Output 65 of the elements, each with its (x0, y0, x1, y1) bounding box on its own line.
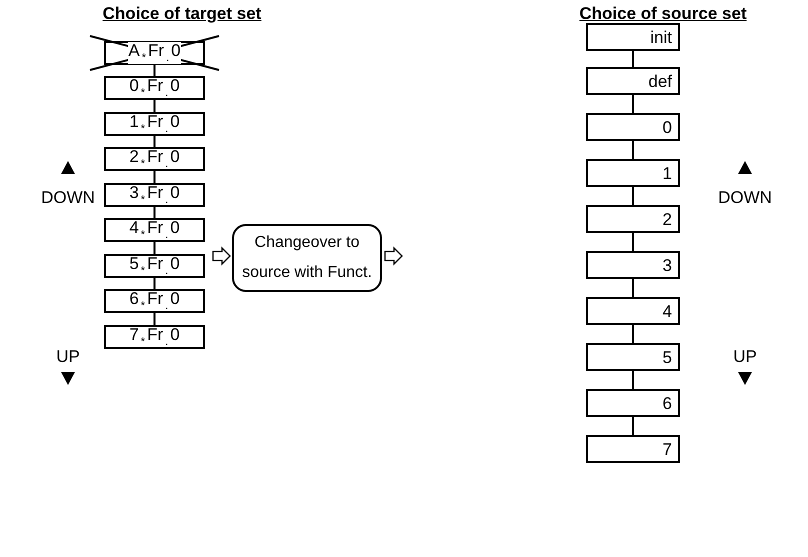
display-text: 0$_{*}$Fr$_{.}$0 (129, 77, 180, 99)
connector-line (632, 325, 634, 343)
connector-line (154, 136, 156, 147)
display-text: 3 (662, 256, 672, 274)
display-text: 6$_{*}$Fr$_{.}$0 (129, 290, 180, 312)
connector-line (632, 141, 634, 159)
direction-label: UP (56, 347, 80, 367)
direction-label: DOWN (718, 188, 772, 208)
connector-line (154, 100, 156, 112)
display-box (104, 218, 205, 242)
display-text: 4$_{*}$Fr$_{.}$0 (129, 219, 180, 241)
display-text: 5$_{*}$Fr$_{.}$0 (129, 255, 180, 277)
display-text: 7$_{*}$Fr$_{.}$0 (129, 326, 180, 348)
section-heading: Choice of source set (579, 4, 747, 24)
connector-line (632, 417, 634, 435)
connector-line (632, 51, 634, 67)
display-box (586, 23, 680, 51)
display-box (104, 325, 205, 349)
display-box (104, 254, 205, 278)
section-heading: Choice of target set (102, 4, 262, 24)
display-text: 1$_{*}$Fr$_{.}$0 (129, 113, 180, 135)
connector-line (154, 171, 156, 183)
display-text: def (648, 72, 672, 90)
display-box (586, 389, 680, 417)
connector-line (154, 313, 156, 325)
display-box (104, 76, 205, 100)
connector-line (154, 278, 156, 289)
display-box (104, 183, 205, 207)
connector-line (632, 233, 634, 251)
display-box (586, 205, 680, 233)
display-box (586, 113, 680, 141)
display-box (104, 41, 205, 65)
direction-label: DOWN (41, 188, 95, 208)
display-text: Changeover to source with Funct. (241, 233, 373, 283)
process-box (232, 224, 382, 292)
connector-line (154, 242, 156, 254)
display-text: init (650, 28, 672, 46)
hollow-arrow (384, 246, 403, 266)
display-box (586, 67, 680, 95)
display-text: 2 (662, 210, 672, 228)
display-box (104, 112, 205, 136)
display-text: 1 (662, 164, 672, 182)
display-text: 0 (662, 118, 672, 136)
display-box (586, 159, 680, 187)
connector-line (632, 279, 634, 297)
connector-line (154, 207, 156, 218)
display-text: A$_{*}$Fr$_{.}$0 (128, 42, 181, 64)
display-text: 6 (662, 394, 672, 412)
connector-line (632, 187, 634, 205)
connector-line (154, 65, 156, 76)
display-box (586, 343, 680, 371)
display-text: 5 (662, 348, 672, 366)
connector-line (632, 95, 634, 113)
display-box (586, 435, 680, 463)
display-text: 2$_{*}$Fr$_{.}$0 (129, 148, 180, 170)
display-box (104, 147, 205, 171)
display-box (586, 251, 680, 279)
direction-label: UP (733, 347, 757, 367)
display-box (586, 297, 680, 325)
connector-line (632, 371, 634, 389)
display-box (104, 289, 205, 313)
display-text: 4 (662, 302, 672, 320)
display-text: 3$_{*}$Fr$_{.}$0 (129, 184, 180, 206)
hollow-arrow (212, 246, 231, 266)
display-text: 7 (662, 440, 672, 458)
